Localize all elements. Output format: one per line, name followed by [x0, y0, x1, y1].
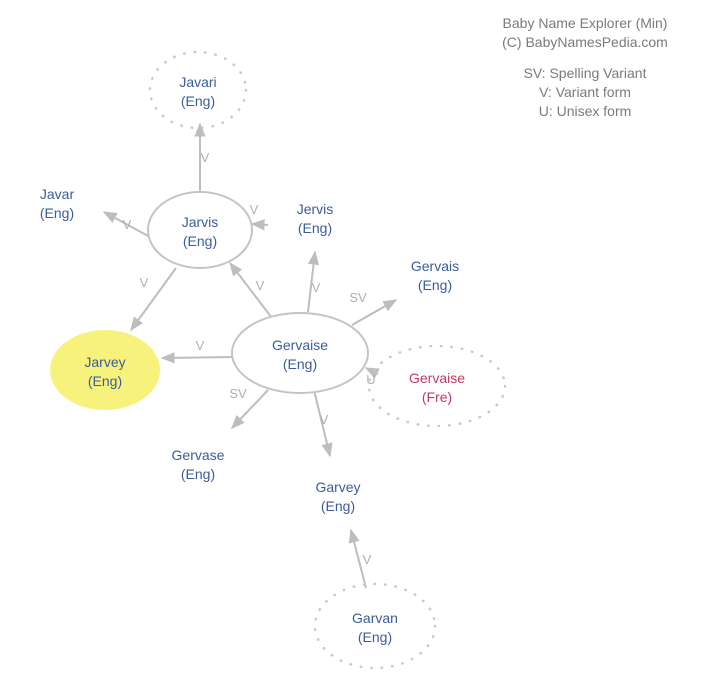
- node-ellipse: [50, 330, 160, 410]
- node-name: Gervase: [172, 447, 225, 463]
- node-name: Javar: [40, 186, 75, 202]
- edge-label: V: [256, 278, 265, 293]
- edge-line: [313, 389, 333, 458]
- edge-gervaise_fre-to-gervaise_eng: U: [364, 367, 380, 387]
- node-jervis[interactable]: Jervis (Eng): [297, 201, 334, 236]
- node-jarvey[interactable]: Jarvey (Eng): [50, 330, 160, 410]
- node-origin: (Eng): [183, 233, 217, 249]
- legend-item-sv: SV: Spelling Variant: [523, 65, 647, 81]
- node-jarvis[interactable]: Jarvis (Eng): [147, 191, 253, 269]
- node-ellipse: [231, 312, 369, 394]
- node-origin: (Eng): [181, 93, 215, 109]
- legend-title: Baby Name Explorer (Min): [502, 15, 668, 31]
- node-name: Javari: [179, 74, 216, 90]
- edge-line: [102, 211, 151, 238]
- node-name: Garvey: [315, 479, 360, 495]
- edge-line: [250, 219, 269, 231]
- edge-gervaise_eng-to-gervais: SV: [349, 290, 398, 326]
- node-ellipse: [148, 50, 248, 130]
- node-garvey[interactable]: Garvey (Eng): [315, 479, 360, 514]
- node-origin: (Eng): [283, 356, 317, 372]
- node-garvan[interactable]: Garvan (Eng): [313, 582, 437, 670]
- node-name: Jervis: [297, 201, 334, 217]
- node-origin: (Fre): [422, 389, 452, 405]
- node-origin: (Eng): [88, 373, 122, 389]
- node-javari[interactable]: Javari (Eng): [148, 50, 248, 130]
- node-origin: (Eng): [358, 629, 392, 645]
- legend-item-u: U: Unisex form: [538, 103, 632, 119]
- edge-label: V: [196, 338, 205, 353]
- node-ellipse: [147, 191, 253, 269]
- node-gervaise_fre[interactable]: Gervaise (Fre): [367, 344, 507, 428]
- node-origin: (Eng): [298, 220, 332, 236]
- edge-line: [348, 528, 367, 589]
- edge-gervaise_eng-to-jarvis: V: [229, 261, 273, 319]
- node-name: Gervais: [411, 258, 459, 274]
- edge-line: [130, 267, 177, 332]
- edge-gervaise_eng-to-garvey: V: [313, 389, 333, 458]
- node-name: Jarvis: [182, 214, 219, 230]
- node-name: Gervaise: [272, 337, 328, 353]
- node-origin: (Eng): [418, 277, 452, 293]
- node-gervaise_eng[interactable]: Gervaise (Eng): [231, 312, 369, 394]
- edge-gervaise_eng-to-jarvey: V: [160, 338, 234, 364]
- edge-line: [231, 389, 269, 430]
- edge-line: [307, 250, 320, 313]
- edge-label: SV: [229, 386, 247, 401]
- node-name: Jarvey: [84, 354, 125, 370]
- legend-item-v: V: Variant form: [539, 84, 631, 100]
- edge-label: V: [312, 280, 321, 295]
- edge-label: V: [250, 202, 259, 217]
- node-gervase[interactable]: Gervase (Eng): [172, 447, 225, 482]
- legend: Baby Name Explorer (Min) (C) BabyNamesPe…: [470, 14, 700, 121]
- edge-label: V: [123, 217, 132, 232]
- node-gervais[interactable]: Gervais (Eng): [411, 258, 459, 293]
- edge-line: [351, 299, 398, 326]
- edge-jarvis-to-javari: V: [194, 122, 210, 192]
- edge-jarvis-to-javar: V: [102, 211, 151, 238]
- node-origin: (Eng): [40, 205, 74, 221]
- edge-label: SV: [349, 290, 367, 305]
- legend-copyright: (C) BabyNamesPedia.com: [502, 34, 668, 50]
- edge-label: V: [201, 150, 210, 165]
- node-ellipse: [367, 344, 507, 428]
- edge-label: V: [140, 275, 149, 290]
- edge-jervis-to-jarvis: V: [250, 202, 269, 231]
- edge-line: [229, 261, 273, 319]
- edge-line: [160, 352, 234, 364]
- edge-jarvis-to-jarvey: V: [130, 267, 177, 332]
- node-origin: (Eng): [181, 466, 215, 482]
- node-name: Garvan: [352, 610, 398, 626]
- node-name: Gervaise: [409, 370, 465, 386]
- edge-garvan-to-garvey: V: [348, 528, 372, 589]
- edge-gervaise_eng-to-jervis: V: [307, 250, 321, 313]
- node-ellipse: [313, 582, 437, 670]
- edge-gervaise_eng-to-gervase: SV: [229, 386, 269, 430]
- node-javar[interactable]: Javar (Eng): [40, 186, 75, 221]
- edge-line: [364, 367, 380, 379]
- node-origin: (Eng): [321, 498, 355, 514]
- edge-label: V: [363, 552, 372, 567]
- edge-label: V: [320, 412, 329, 427]
